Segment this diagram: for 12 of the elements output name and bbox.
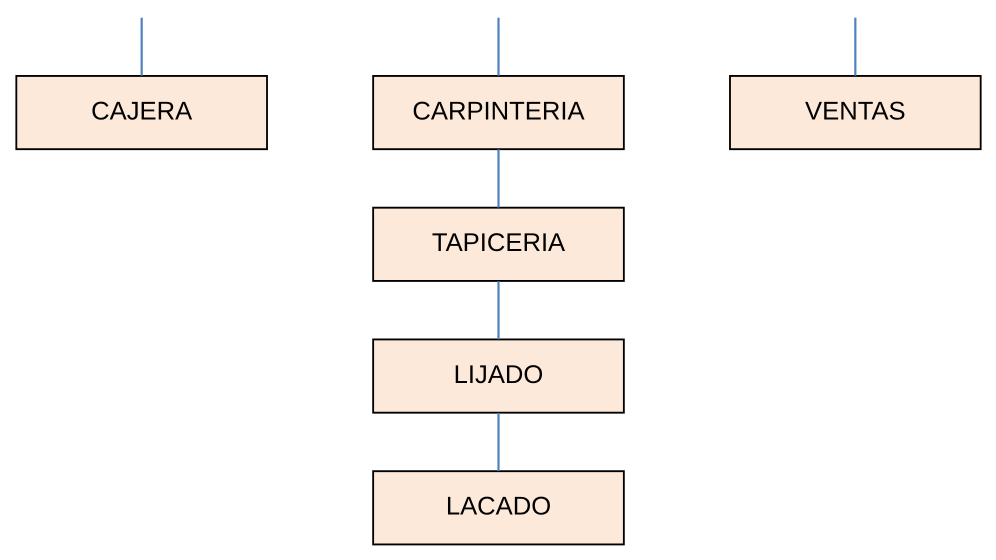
connector — [496, 412, 500, 472]
connector — [496, 18, 500, 76]
node-box: LIJADO — [372, 338, 624, 414]
connector — [140, 18, 142, 76]
node-box: CARPINTERIA — [372, 75, 624, 150]
node-box: VENTAS — [728, 75, 982, 150]
connector — [854, 18, 856, 76]
node-box: TAPICERIA — [372, 206, 624, 282]
node-box: LACADO — [372, 470, 624, 546]
connector — [496, 149, 500, 208]
node-box: CAJERA — [14, 75, 268, 150]
connector — [496, 281, 500, 340]
